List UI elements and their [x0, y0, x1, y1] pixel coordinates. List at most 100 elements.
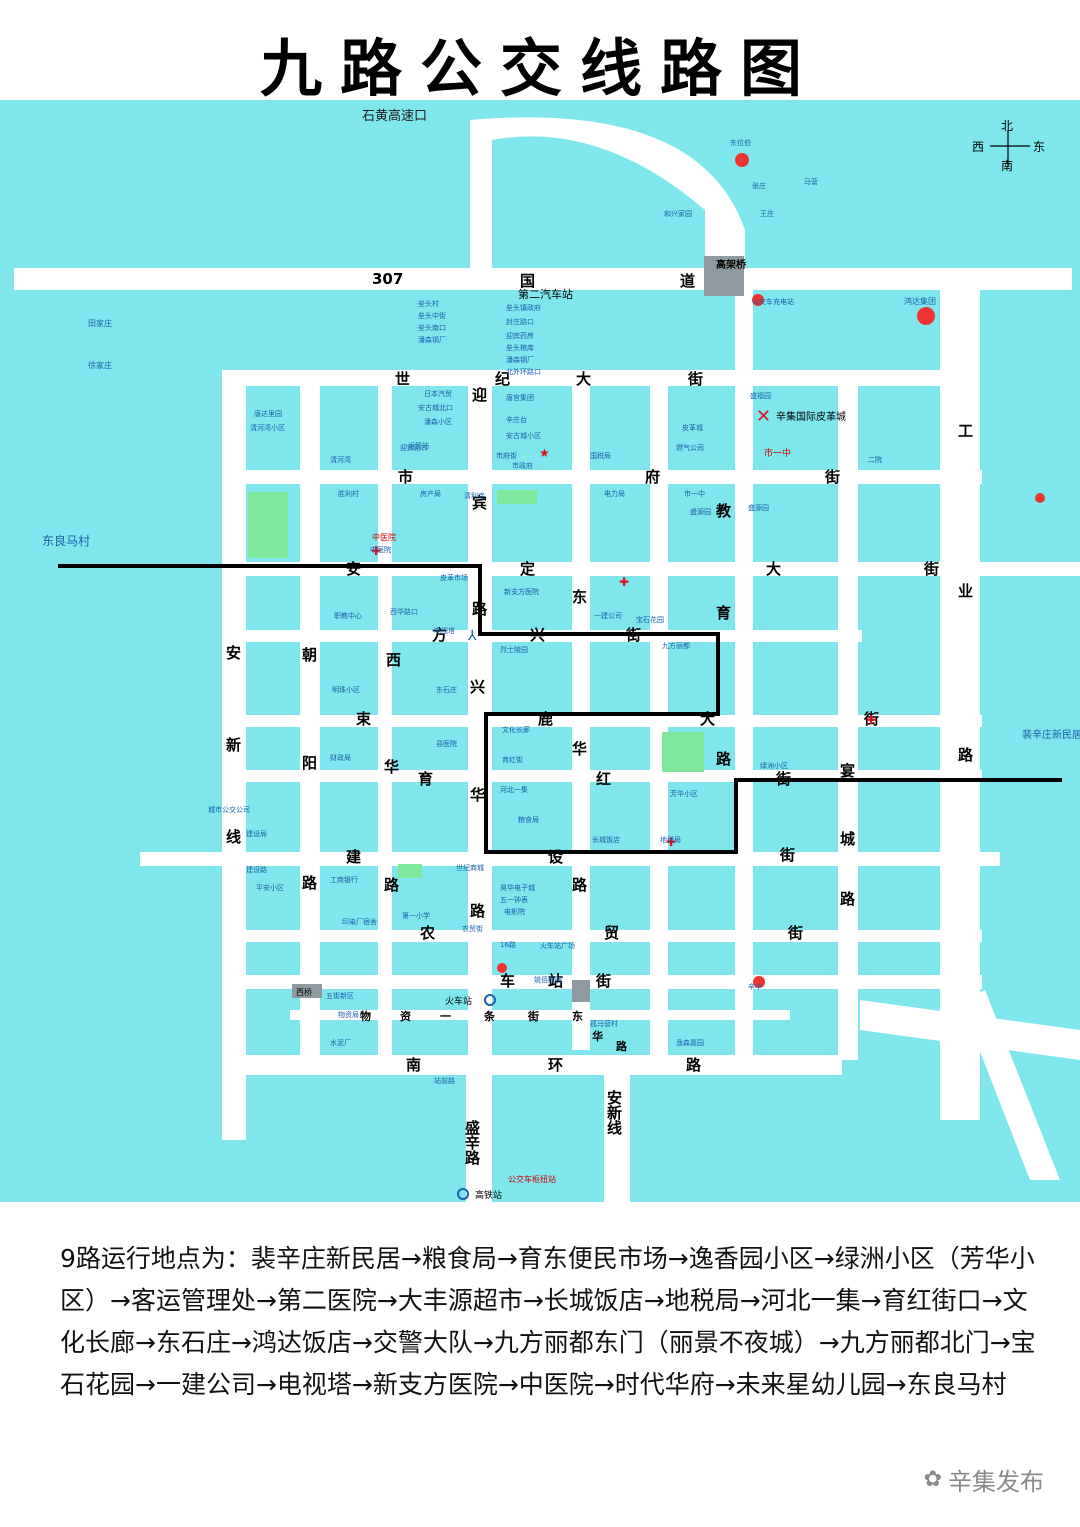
small-place-label: 唐宫集团 — [506, 393, 534, 402]
road-label: 市 — [398, 468, 413, 486]
place-hsr-station: 高铁站 — [475, 1189, 502, 1201]
small-place-label: 和兴家园 — [664, 209, 692, 218]
small-place-label: 芳华小区 — [670, 789, 698, 798]
road-label: 育 — [716, 604, 731, 622]
small-place-label: 公交车充电站 — [752, 297, 794, 306]
small-place-label: 潘森小区 — [424, 417, 452, 426]
road-label: 街 — [625, 626, 641, 644]
shengxin-road-label: 盛辛路 — [463, 1119, 481, 1165]
road-label: 街 — [787, 924, 803, 942]
svg-text:盛辛路: 盛辛路 — [463, 1119, 481, 1165]
road-label: 路 — [572, 876, 588, 894]
government-star-icon: ★ — [539, 446, 550, 460]
road-label: 路 — [686, 1056, 702, 1074]
road-label: 路 — [302, 874, 318, 892]
small-place-label: 水泥厂 — [330, 1038, 351, 1047]
road-label: 华 — [384, 758, 399, 776]
page-title: 九路公交线路图 — [259, 32, 820, 105]
map-markers: ✕ ★ ✚ ✚ ✚ ✚ ⅄ — [371, 153, 1045, 1200]
small-place-label: 世纪商城 — [456, 863, 484, 872]
small-place-label: 新支方医院 — [504, 587, 539, 596]
small-place-label: 垒头粮库 — [506, 343, 534, 352]
road-label: 工 — [958, 422, 973, 440]
bus-stop-icon — [753, 976, 765, 988]
small-place-label: 垒头中街 — [418, 311, 446, 320]
small-place-label: 清利寺 — [464, 491, 485, 500]
small-place-label: 第一小学 — [402, 911, 430, 920]
park-area — [248, 492, 288, 558]
bus-stop-icon — [1035, 493, 1045, 503]
small-place-label: 唐达里园 — [254, 409, 282, 418]
small-place-label: 清河湾小区 — [250, 423, 285, 432]
road-label: 大 — [700, 710, 715, 728]
road-label: 路 — [384, 876, 400, 894]
road-label: 街 — [863, 710, 879, 728]
compass-south: 南 — [1001, 158, 1013, 173]
small-place-label: 北外环路口 — [506, 367, 541, 376]
small-place-label: 国税局 — [590, 451, 611, 460]
small-place-label: 东石庄 — [436, 685, 457, 694]
small-place-label: 育红街 — [502, 755, 523, 764]
place-hongda: 鸿达集团 — [904, 296, 936, 306]
road-label: 街 — [527, 1009, 539, 1023]
bus-stop-icon — [735, 153, 749, 167]
small-place-label: 长城饭店 — [592, 835, 620, 844]
road-label: 宾 — [472, 494, 487, 512]
place-peixinzhuang: 裴辛庄新民居 — [1022, 728, 1080, 741]
road-label: 迎 — [472, 386, 487, 404]
road-label: 东 — [572, 1009, 583, 1023]
road-label: 路 — [958, 746, 974, 764]
place-dongliangma: 东良马村 — [42, 533, 90, 548]
small-place-label: 农贸街 — [462, 924, 483, 933]
place-no1-school: 市一中 — [764, 447, 791, 459]
small-place-label: 封庄路口 — [506, 317, 534, 326]
small-place-label: 烈士陵园 — [500, 645, 528, 654]
small-place-labels: 东位伯张庄马营和兴家园王庄公交车充电站垒头村垒头中街垒头南口潘森钢厂垒头镇政府封… — [208, 138, 882, 1085]
compass-east: 东 — [1033, 140, 1045, 154]
train-icon — [457, 1188, 469, 1200]
compass-north: 北 — [1001, 119, 1013, 133]
small-place-label: 清河湾 — [330, 455, 351, 464]
small-place-label: 地税局 — [660, 835, 681, 844]
small-place-label: 河北一集 — [500, 785, 528, 794]
small-place-label: 辛庄台 — [506, 415, 527, 424]
small-place-label: 辛中 — [748, 982, 762, 991]
road-label: 新 — [226, 736, 241, 754]
road-label: 束 — [356, 710, 372, 728]
small-place-label: 马营 — [804, 177, 818, 186]
road-label: 农 — [419, 924, 435, 942]
road-label: 宴 — [840, 762, 855, 780]
road-label: 环 — [548, 1056, 563, 1074]
small-place-label: 皮革市场 — [440, 573, 468, 582]
road-label: 一 — [440, 1010, 451, 1023]
small-place-label: 潘森钢厂 — [506, 355, 534, 364]
small-place-label: 16路 — [500, 940, 516, 949]
place-train-station: 火车站 — [445, 995, 472, 1007]
small-place-label: 胜利村 — [338, 489, 359, 498]
tv-tower-icon: ⅄ — [467, 628, 477, 644]
road-label: 安 — [346, 560, 361, 578]
road-label: 街 — [824, 468, 840, 486]
road-label: 街 — [923, 560, 939, 578]
small-place-label: 电视塔 — [434, 626, 455, 635]
small-place-label: 站前路 — [434, 1076, 455, 1085]
small-place-label: 市一中 — [684, 489, 705, 498]
road-label: 南 — [406, 1056, 421, 1074]
brand-name: 辛集发布 — [948, 1468, 1044, 1496]
small-place-label: 财政局 — [330, 753, 351, 762]
west-bridge — [292, 984, 322, 998]
small-place-label: 职教中心 — [334, 611, 362, 620]
place-shihuang: 石黄高速口 — [362, 108, 427, 124]
compass-west: 西 — [972, 140, 984, 154]
road-label: 华 — [592, 1029, 603, 1043]
road-label: 安 — [226, 644, 241, 662]
road-label: 条 — [483, 1009, 496, 1023]
small-place-label: 一建公司 — [594, 611, 622, 620]
park-area — [662, 732, 704, 772]
road-label: 路 — [472, 600, 488, 618]
place-tianjia: 田家庄 — [88, 318, 112, 328]
road-label: 世 — [395, 370, 410, 388]
bus-stop-icon — [752, 294, 764, 306]
small-place-label: 明珠小区 — [332, 685, 360, 694]
elevated-bridge — [704, 256, 744, 296]
